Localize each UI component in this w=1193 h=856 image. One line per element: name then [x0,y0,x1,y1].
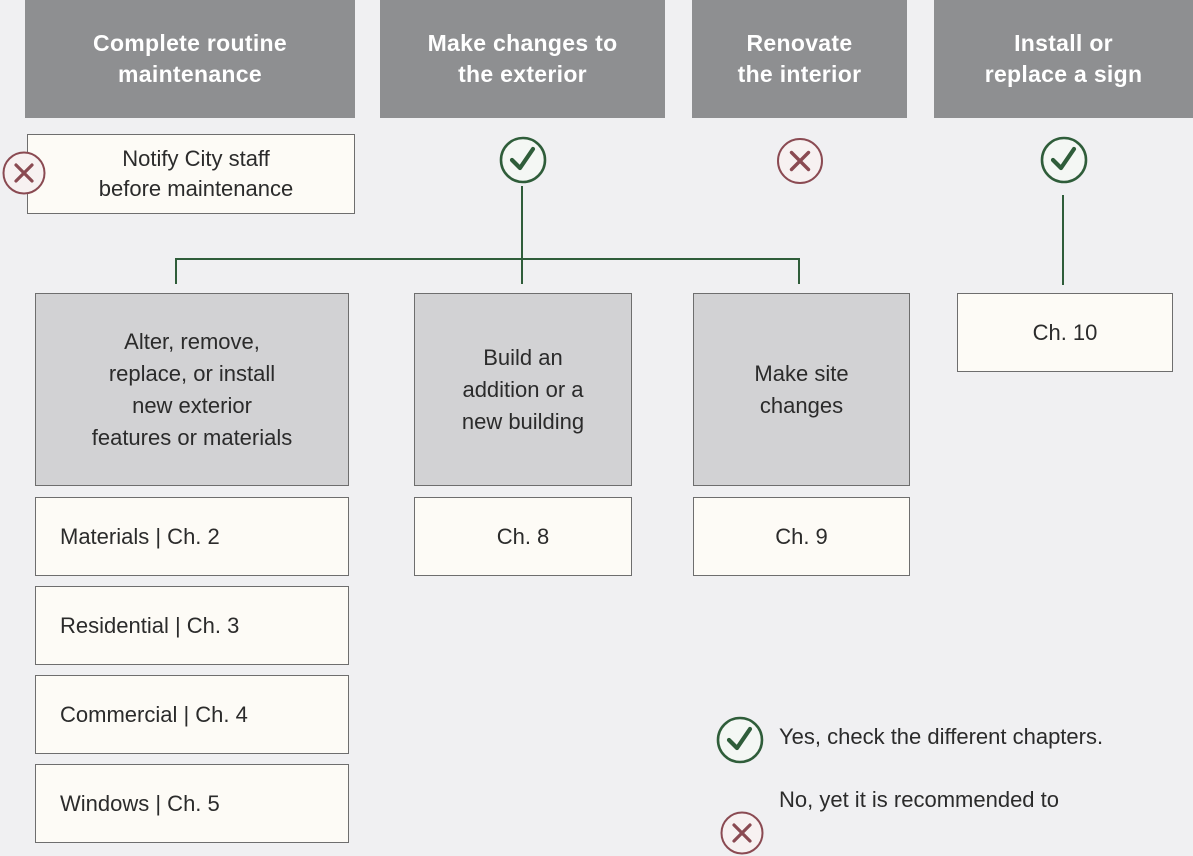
check-icon [499,136,547,184]
header-install-sign: Install or replace a sign [934,0,1193,118]
header-label: Make changes to the exterior [427,30,618,87]
category-addition: Build an addition or a new building [414,293,632,486]
cross-icon [777,138,823,184]
category-label: Alter, remove, replace, or install new e… [91,328,293,450]
chapter-box-addition: Ch. 8 [414,497,632,576]
chapter-label: Ch. 9 [775,523,828,549]
chapter-label: Residential | Ch. 3 [60,612,240,638]
chapter-box-commercial: Commercial | Ch. 4 [35,675,349,754]
chapter-label: Ch. 10 [1032,319,1098,345]
connector-line [521,186,523,284]
connector-line [175,258,177,284]
legend-no-text: No, yet it is recommended to [779,787,1060,812]
header-routine-maintenance: Complete routine maintenance [25,0,355,118]
connector-line [798,258,800,284]
chapter-label: Windows | Ch. 5 [60,790,220,816]
legend-cross-icon [720,811,764,855]
cross-icon [2,151,46,195]
connector-line [175,258,800,260]
connector-line [1062,195,1064,285]
category-label: Build an addition or a new building [461,344,585,434]
check-icon [1040,136,1088,184]
chapter-label: Ch. 8 [496,523,550,549]
header-label: Install or replace a sign [984,30,1143,87]
header-renovate-interior: Renovate the interior [692,0,907,118]
chapter-box-site: Ch. 9 [693,497,910,576]
maintenance-note-box: Notify City staff before maintenance [27,134,355,214]
maintenance-note-text: Notify City staff before maintenance [98,146,294,201]
chapter-box-materials: Materials | Ch. 2 [35,497,349,576]
category-alter-materials: Alter, remove, replace, or install new e… [35,293,349,486]
chapter-box-sign: Ch. 10 [957,293,1173,372]
header-label: Renovate the interior [737,30,862,87]
legend-yes-text: Yes, check the different chapters. [779,724,1104,749]
chapter-box-residential: Residential | Ch. 3 [35,586,349,665]
chapter-label: Materials | Ch. 2 [60,523,220,549]
chapter-box-windows: Windows | Ch. 5 [35,764,349,843]
legend-check-icon [716,716,764,764]
header-exterior-changes: Make changes to the exterior [380,0,665,118]
header-label: Complete routine maintenance [93,30,287,87]
chapter-label: Commercial | Ch. 4 [60,701,248,727]
category-site-changes: Make site changes [693,293,910,486]
category-label: Make site changes [754,360,849,418]
